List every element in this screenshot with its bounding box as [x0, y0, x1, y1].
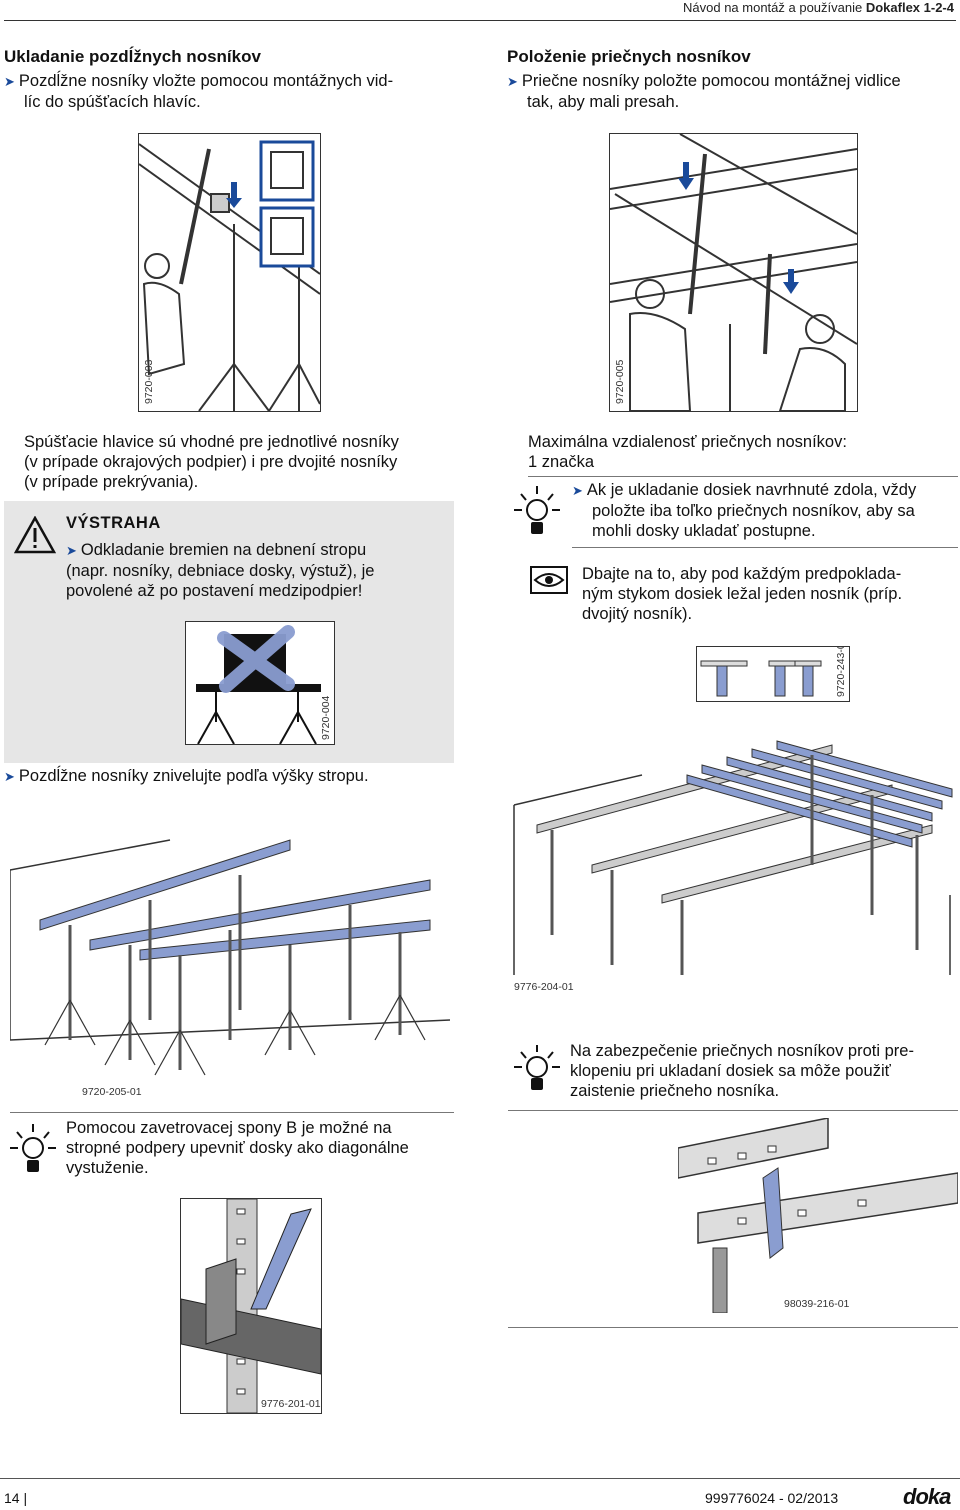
figure-code: 98039-216-01 — [784, 1298, 850, 1310]
tip-tilt-protection: Na zabezpečenie priečnych nosníkov proti… — [570, 1042, 914, 1100]
beam-joint-detail-illustration — [700, 660, 822, 697]
divider — [528, 476, 958, 477]
left-heading: Ukladanie pozdĺžnych nosníkov — [4, 47, 261, 66]
figure-bracing-clamp: 9776-201-01 — [180, 1198, 322, 1414]
divider — [10, 1112, 454, 1113]
prohibited-load-illustration — [196, 625, 321, 744]
footer-rule — [0, 1478, 960, 1479]
warning-box: VÝSTRAHA ➤Odkladanie bremien na debnení … — [4, 501, 454, 763]
header-rule — [4, 20, 956, 21]
eye-note-icon — [530, 566, 568, 594]
figure-code: 9720-004 — [320, 695, 332, 740]
arrow-bullet-icon: ➤ — [572, 483, 583, 498]
workers-placing-beams-illustration — [139, 140, 320, 411]
workers-placing-cross-beams-illustration — [610, 134, 857, 411]
page-number: 14 | — [4, 1490, 28, 1506]
figure-leveled-props: 9720-205-01 — [9, 820, 451, 1110]
level-beams-step: ➤Pozdĺžne nosníky znivelujte podľa výšky… — [4, 767, 369, 785]
bracing-clamp-illustration — [181, 1199, 321, 1413]
cross-beams-grid-illustration — [513, 740, 953, 975]
arrow-bullet-icon: ➤ — [4, 74, 15, 89]
cross-icon — [217, 625, 295, 693]
arrow-bullet-icon: ➤ — [4, 769, 15, 784]
left-step1: ➤Pozdĺžne nosníky vložte pomocou montážn… — [4, 72, 394, 111]
warning-text: ➤Odkladanie bremien na debnení stropu (n… — [66, 541, 375, 600]
tip-place-cross-beams: ➤Ak je ukladanie dosiek navrhnuté zdola,… — [572, 481, 917, 540]
right-step1: ➤Priečne nosníky položte pomocou montážn… — [507, 72, 901, 111]
figure-beam-under-joint: 9720-243-01 — [696, 646, 850, 702]
divider — [508, 1110, 958, 1111]
divider — [572, 547, 958, 548]
figure-code: 9720-205-01 — [82, 1086, 142, 1098]
figure-code: 9720-005 — [614, 359, 626, 404]
max-distance-text: Maximálna vzdialenosť priečnych nosníkov… — [528, 433, 847, 471]
lightbulb-tip-icon — [10, 1124, 56, 1172]
drop-head-paragraph: Spúšťacie hlavice sú vhodné pre jednotli… — [24, 433, 399, 491]
figure-code: 9720-243-01 — [835, 646, 847, 697]
tip-bracing-clamp: Pomocou zavetrovacej spony B je možné na… — [66, 1119, 409, 1177]
figure-cross-beam-lock: 98039-216-01 — [508, 1110, 958, 1328]
figure-no-load-on-formwork: 9720-004 — [185, 621, 335, 745]
lightbulb-tip-icon — [514, 1045, 560, 1090]
header-title: Návod na montáž a používanie Dokaflex 1-… — [683, 0, 954, 15]
arrow-bullet-icon: ➤ — [507, 74, 518, 89]
figure-code: 9776-201-01 — [261, 1398, 321, 1410]
note-panel-joints: Dbajte na to, aby pod každým predpoklada… — [582, 565, 903, 623]
arrow-bullet-icon: ➤ — [66, 543, 77, 558]
figure-code: 9776-204-01 — [514, 981, 574, 993]
document-number: 999776024 - 02/2013 — [705, 1490, 839, 1506]
right-heading: Položenie priečnych nosníkov — [507, 47, 751, 66]
warning-triangle-icon — [14, 516, 56, 554]
figure-cross-beams: 9720-005 — [609, 133, 858, 412]
beam-lock-detail-illustration — [678, 1118, 958, 1313]
figure-cross-beams-laid: 9776-204-01 — [512, 735, 958, 997]
figure-longitudinal-beams: 9720-003 — [138, 133, 321, 412]
lightbulb-tip-icon — [514, 486, 560, 534]
warning-title: VÝSTRAHA — [66, 514, 161, 532]
doka-logo: doka — [903, 1484, 951, 1509]
figure-code: 9720-003 — [143, 359, 155, 404]
divider — [508, 1327, 958, 1328]
props-with-beams-illustration — [9, 839, 451, 1076]
